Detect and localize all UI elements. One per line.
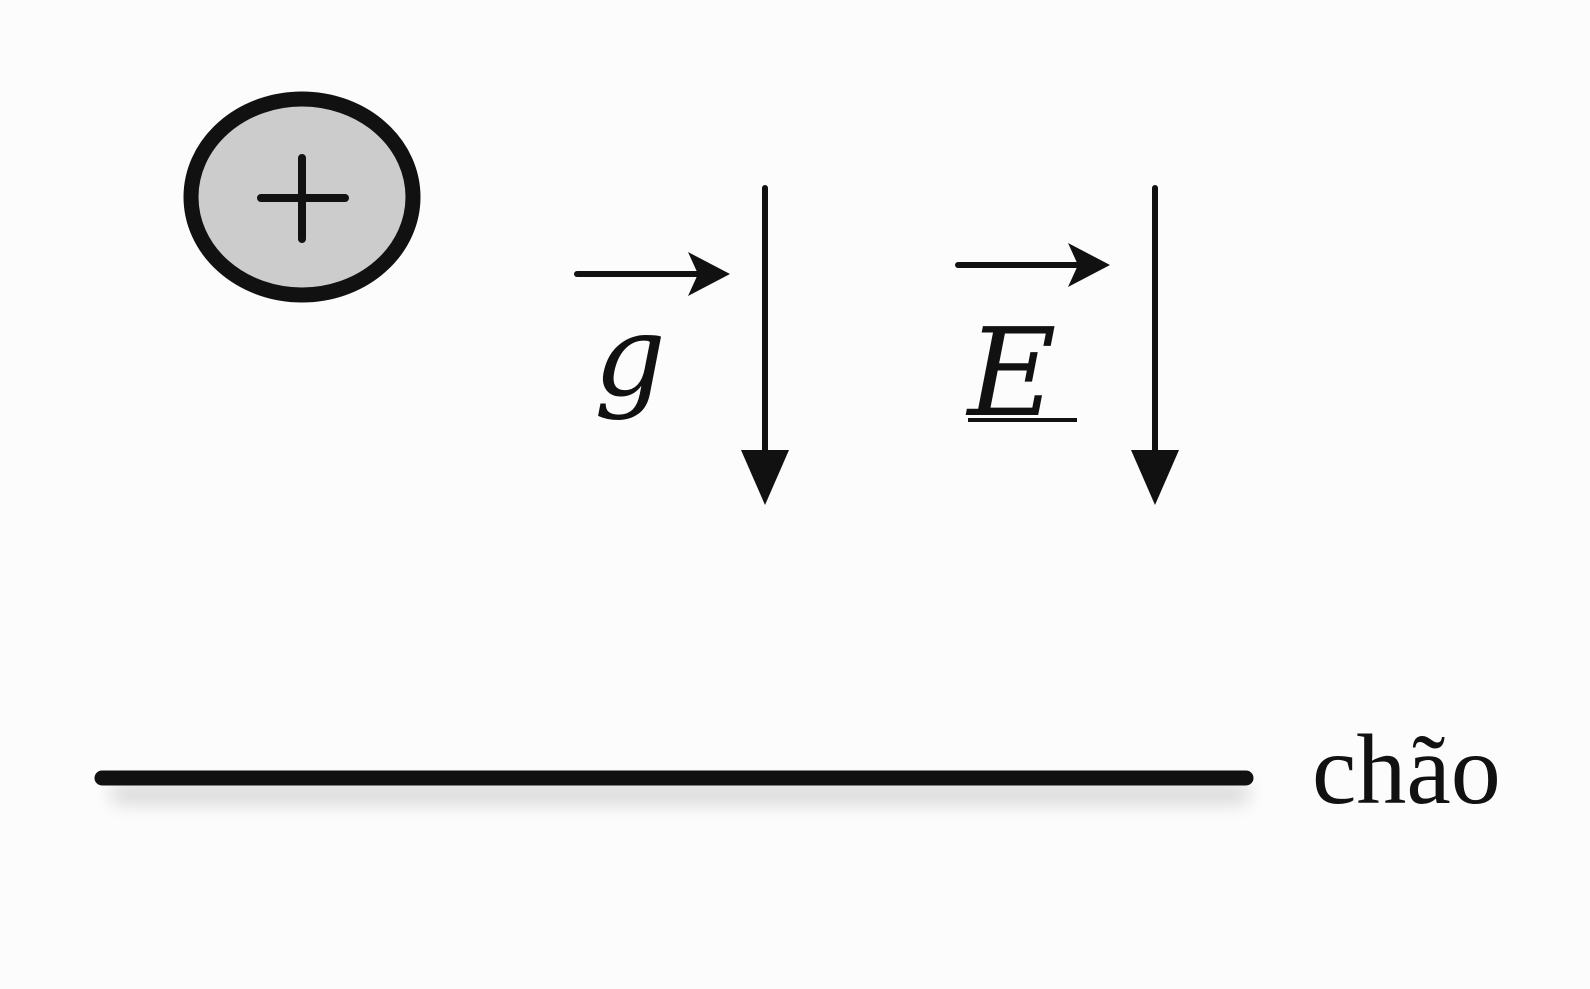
positive-charge bbox=[183, 91, 421, 303]
gravity-vector: g bbox=[574, 185, 789, 505]
vector-overarrow-icon bbox=[574, 252, 730, 296]
gravity-arrow-down-icon bbox=[741, 185, 789, 505]
gravity-symbol: g bbox=[594, 292, 666, 422]
plus-icon bbox=[257, 154, 349, 243]
electric-field-symbol: E bbox=[965, 302, 1056, 444]
electric-field-vector: E bbox=[955, 185, 1179, 505]
floor: chão bbox=[94, 714, 1501, 825]
vector-overarrow-icon bbox=[955, 243, 1110, 287]
floor-label: chão bbox=[1312, 714, 1501, 825]
electric-field-arrow-down-icon bbox=[1131, 185, 1179, 505]
floor-shadow bbox=[110, 784, 1250, 804]
